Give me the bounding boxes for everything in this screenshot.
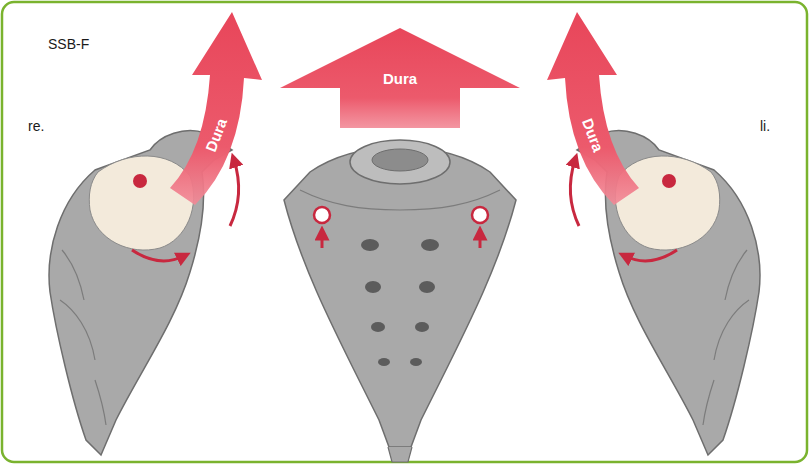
motion-arrow <box>479 233 482 248</box>
dura-arrow: Dura <box>539 8 649 208</box>
arrow-body <box>170 12 262 205</box>
side-label: re. <box>28 118 44 134</box>
pivot-point <box>472 207 488 223</box>
dura-arrow: Dura <box>280 28 520 128</box>
motion-arrow <box>321 233 324 248</box>
bone-ridge <box>60 250 106 425</box>
figure-code: SSB-F <box>48 36 89 52</box>
auricular-surface <box>89 156 193 250</box>
bone-ridge <box>300 190 500 210</box>
sacrum-bone <box>284 146 516 447</box>
arrow-body <box>547 12 639 205</box>
rotation-arrow <box>230 160 239 226</box>
coccyx <box>388 447 412 462</box>
rotation-arrow <box>132 250 184 261</box>
side-label: li. <box>760 118 770 134</box>
sacrum-frontal <box>284 140 516 462</box>
spinal-canal <box>372 149 428 171</box>
arrow-body <box>280 28 520 128</box>
sacral-foramina <box>361 239 439 366</box>
pivot-point <box>133 174 147 188</box>
arrow-shape <box>160 8 270 208</box>
pivot-point <box>314 207 330 223</box>
dura-arrow: Dura <box>160 8 270 208</box>
arrow-label: Dura <box>383 70 417 87</box>
arrow-shape <box>539 8 649 208</box>
sacral-base <box>350 140 450 184</box>
